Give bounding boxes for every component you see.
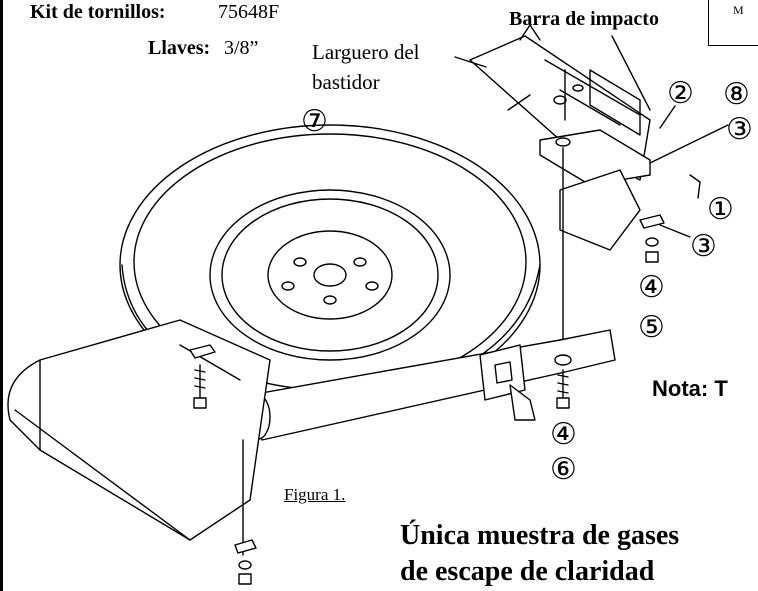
- callout-2: ②: [667, 76, 694, 111]
- left-bolt-stack: [189, 344, 257, 585]
- leader-lines: [454, 35, 729, 238]
- center-bolt-stack: [554, 354, 572, 409]
- page-border-line: [0, 0, 3, 591]
- note-label: Nota: T: [652, 376, 728, 401]
- mounting-bracket: [539, 69, 651, 356]
- caption-line-1: Única muestra de gases: [400, 520, 680, 551]
- callout-7: ⑦: [301, 104, 328, 139]
- callout-1: ①: [707, 192, 734, 227]
- caption-line-2: de escape de claridad: [400, 556, 655, 587]
- callout-3-top: ③: [726, 112, 753, 147]
- callout-4-right: ④: [638, 270, 665, 305]
- bolt-kit-label: Kit de tornillos:: [30, 1, 166, 23]
- step-pad: [7, 319, 271, 541]
- frame-rail-label-line2: bastidor: [312, 70, 380, 94]
- wrench-value: 3/8”: [224, 37, 259, 59]
- callout-3-bottom: ③: [690, 229, 717, 264]
- bolt-kit-value: 75648F: [218, 1, 280, 23]
- corner-note-text: M: [733, 3, 744, 17]
- callout-8: ⑧: [723, 77, 750, 112]
- wrench-label: Llaves:: [148, 37, 211, 59]
- callout-5: ⑤: [638, 310, 665, 345]
- callout-6: ⑥: [550, 452, 577, 487]
- impact-bar-label: Barra de impacto: [509, 8, 659, 30]
- frame-rail-label-line1: Larguero del: [312, 40, 420, 64]
- corner-note-box: [708, 0, 758, 46]
- right-hardware-stack: [639, 174, 701, 263]
- figure-label: Figura 1.: [284, 485, 346, 504]
- callout-4-center: ④: [550, 417, 577, 452]
